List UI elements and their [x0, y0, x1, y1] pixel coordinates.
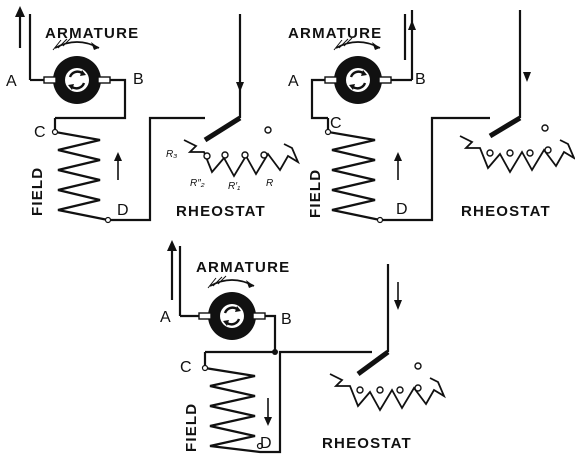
arrow-down-icon	[523, 72, 531, 82]
terminal-c-post	[201, 364, 209, 372]
rotation-arrow-icon	[207, 275, 255, 289]
rheostat-icon	[329, 373, 445, 411]
field-arrow-icon	[394, 152, 402, 161]
field-label: FIELD	[307, 169, 324, 218]
diagram-1: ARMATURE A B C D FIELD RHEOSTAT R₃ R″₂ R…	[6, 6, 299, 224]
rheostat-label: RHEOSTAT	[322, 435, 412, 452]
contact-stud	[264, 126, 272, 134]
armature-label: ARMATURE	[288, 25, 382, 42]
field-arrow-icon	[114, 152, 122, 161]
terminal-a-label: A	[160, 309, 171, 326]
terminal-b-label: B	[415, 71, 426, 88]
arrow-up-icon	[408, 20, 416, 30]
terminal-d-post	[256, 442, 264, 450]
contact-stud	[541, 124, 549, 132]
field-label: FIELD	[183, 403, 200, 452]
rheostat-arm	[488, 115, 522, 139]
junction-dot	[272, 349, 278, 355]
terminal-d-label: D	[117, 202, 129, 219]
terminal-c-label: C	[330, 115, 342, 132]
contact-stud	[356, 386, 364, 394]
field-arrow-down-icon	[264, 417, 272, 426]
terminal-a-label: A	[288, 73, 299, 90]
terminal-b-label: B	[281, 311, 292, 328]
resistor-label-r: R	[266, 178, 273, 189]
field-coil	[326, 116, 490, 222]
contact-stud	[544, 146, 552, 154]
terminal-a-label: A	[6, 73, 17, 90]
terminal-c-label: C	[180, 359, 192, 376]
contact-stud	[396, 386, 404, 394]
armature-icon	[197, 290, 267, 342]
rheostat-icon	[459, 135, 575, 173]
terminal-d-post	[104, 216, 112, 224]
contact-stud	[526, 149, 534, 157]
contact-stud	[241, 151, 249, 159]
lead-a-to-c	[310, 78, 328, 120]
terminal-d-label: D	[260, 435, 272, 452]
rheostat-label: RHEOSTAT	[176, 203, 266, 220]
field-coil	[203, 350, 372, 454]
terminal-d-label: D	[396, 201, 408, 218]
terminal-c-post	[324, 128, 332, 136]
armature-icon	[323, 54, 393, 106]
lead-b-to-c	[55, 78, 127, 120]
contact-stud	[203, 152, 211, 160]
terminal-c-label: C	[34, 124, 46, 141]
terminal-d-post	[376, 216, 384, 224]
contact-stud	[260, 151, 268, 159]
rheostat-label: RHEOSTAT	[461, 203, 551, 220]
armature-label: ARMATURE	[196, 259, 290, 276]
resistor-label-r2: R″₂	[190, 178, 205, 189]
rheostat-icon	[183, 139, 299, 177]
arrow-down-icon	[394, 300, 402, 310]
rheostat-arm	[203, 115, 242, 143]
contact-stud	[221, 151, 229, 159]
armature-label: ARMATURE	[45, 25, 139, 42]
arrow-down-icon	[236, 82, 244, 92]
resistor-label-r3: R₃	[166, 149, 177, 160]
field-label: FIELD	[29, 167, 46, 216]
contact-stud	[506, 149, 514, 157]
terminal-b-label: B	[133, 71, 144, 88]
lead-b-to-c	[205, 314, 277, 354]
resistor-label-r1: R′₁	[228, 181, 240, 192]
diagram-3: ARMATURE A B C D FIELD RHEOSTAT	[160, 240, 445, 454]
contact-stud	[376, 386, 384, 394]
diagram-2: ARMATURE A B C D FIELD RHEOSTAT	[288, 10, 575, 224]
contact-stud	[414, 362, 422, 370]
contact-stud	[414, 384, 422, 392]
arrow-up-icon	[15, 6, 25, 17]
armature-icon	[42, 54, 112, 106]
rheostat-arm	[356, 349, 390, 377]
terminal-c-post	[51, 128, 59, 136]
contact-stud	[486, 149, 494, 157]
arrow-up-icon	[167, 240, 177, 251]
field-coil	[53, 116, 205, 222]
